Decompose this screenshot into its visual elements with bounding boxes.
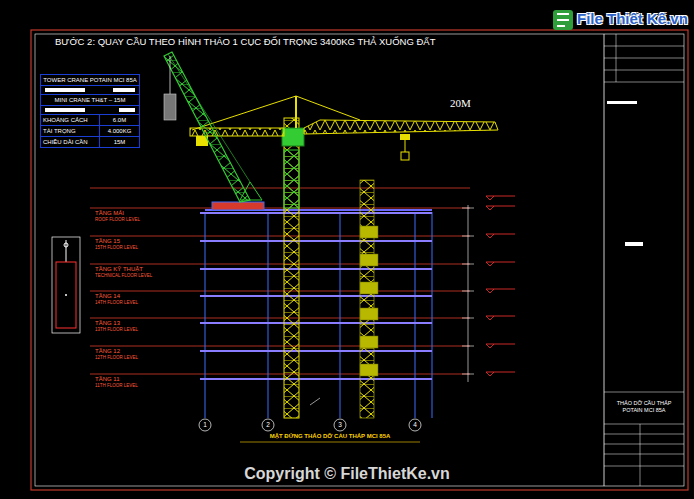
drawing-caption: MẶT ĐỨNG THÁO DỠ CẨU THÁP MCI 85A <box>268 433 393 440</box>
floor-level: 11TH FLOOR LEVEL <box>95 384 138 389</box>
watermark-logo: File Thiết Kế.vn <box>577 11 688 28</box>
grid-bubble-number: 4 <box>413 421 417 428</box>
grid-bubble-number: 1 <box>203 421 207 428</box>
table-cell-value: 4.000KG <box>99 126 139 136</box>
floor-name: TẦNG 13 <box>95 320 120 327</box>
floor-name: TẦNG 11 <box>95 376 120 383</box>
grid-bubble-number: 3 <box>338 421 342 428</box>
sheet-title: BƯỚC 2: QUAY CẦU THEO HÌNH THÁO 1 CỤC ĐỐ… <box>55 37 436 47</box>
table-row: TẢI TRỌNG4.000KG <box>41 126 139 137</box>
table-cell-value: 6.0M <box>99 115 139 125</box>
floor-level: 13TH FLOOR LEVEL <box>95 328 138 333</box>
table-cell-name: KHOẢNG CÁCH <box>41 115 99 125</box>
floor-name: TẦNG KỸ THUẬT <box>95 266 143 273</box>
table-subheading: MINI CRANE TH&T – 15M <box>41 95 139 106</box>
floor-level: ROOF FLOOR LEVEL <box>95 218 140 223</box>
blank-row <box>41 106 139 115</box>
table-row: KHOẢNG CÁCH6.0M <box>41 115 139 126</box>
table-heading: TOWER CRANE POTAIN MCI 85A <box>41 75 139 86</box>
floor-name: TẦNG MÁI <box>95 210 124 217</box>
floor-name: TẦNG 12 <box>95 348 120 355</box>
grid-bubble-number: 2 <box>266 421 270 428</box>
redacted-bar <box>113 88 135 92</box>
watermark: Copyright © FileThietKe.vn <box>244 465 450 483</box>
crane-spec-table: TOWER CRANE POTAIN MCI 85A MINI CRANE TH&… <box>40 74 140 148</box>
table-row: CHIỀU DÀI CẦN15M <box>41 137 139 147</box>
floor-level: 12TH FLOOR LEVEL <box>95 356 138 361</box>
floor-name: TẦNG 15 <box>95 238 120 245</box>
redacted-bar <box>45 108 85 112</box>
blank-row <box>41 86 139 95</box>
table-cell-name: CHIỀU DÀI CẦN <box>41 137 99 147</box>
dimension-label: 20M <box>450 97 471 109</box>
drawing-name: THÁO DỠ CẦU THÁP POTAIN MCI 85A <box>606 398 682 416</box>
redacted-bar <box>119 108 135 112</box>
table-cell-value: 15M <box>99 137 139 147</box>
floor-level: 14TH FLOOR LEVEL <box>95 301 138 306</box>
table-cell-name: TẢI TRỌNG <box>41 126 99 136</box>
floor-name: TẦNG 14 <box>95 293 120 300</box>
floor-level: 15TH FLOOR LEVEL <box>95 246 138 251</box>
redacted-bar <box>45 88 85 92</box>
title-block-cell: THÁO DỠ CẦU THÁP POTAIN MCI 85A <box>606 398 682 416</box>
floor-level: TECHNICAL FLOOR LEVEL <box>95 274 152 279</box>
